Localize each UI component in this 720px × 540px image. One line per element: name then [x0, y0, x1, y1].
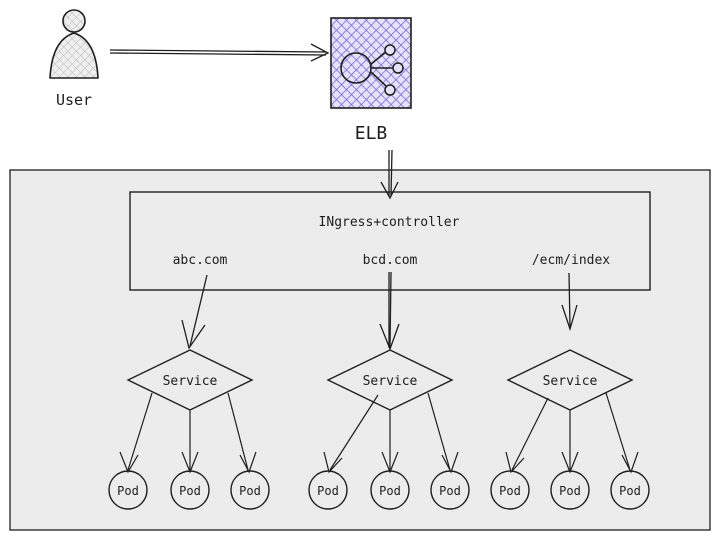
- arrow-user-to-elb: [109, 43, 330, 62]
- service-label: Service: [543, 374, 598, 389]
- pod-node: Pod: [610, 470, 650, 510]
- pod-label: Pod: [317, 484, 339, 498]
- pod-node: Pod: [308, 470, 348, 510]
- arrow-route-ecm-index: [561, 272, 578, 332]
- route-label-abc: abc.com: [173, 253, 228, 268]
- user-icon: [49, 9, 99, 79]
- route-label-bcd: bcd.com: [363, 253, 418, 268]
- pod-label: Pod: [619, 484, 641, 498]
- ingress-controller-box: [129, 191, 651, 291]
- arrow-elb-to-ingress: [380, 149, 399, 200]
- service-group-3: Service Pod Pod Pod: [490, 349, 650, 510]
- pod-label: Pod: [179, 484, 201, 498]
- pod-node: Pod: [370, 470, 410, 510]
- service-label: Service: [363, 374, 418, 389]
- pod-node: Pod: [170, 470, 210, 510]
- pod-label: Pod: [117, 484, 139, 498]
- service-to-pod-arrows: [323, 392, 459, 474]
- pod-label: Pod: [239, 484, 261, 498]
- user-label: User: [56, 91, 92, 109]
- pod-label: Pod: [559, 484, 581, 498]
- pod-label: Pod: [379, 484, 401, 498]
- pod-label: Pod: [439, 484, 461, 498]
- elb-icon: [330, 17, 412, 109]
- arrow-route-bcd: [379, 271, 400, 351]
- service-group-1: Service Pod Pod Pod: [108, 349, 270, 510]
- pod-node: Pod: [430, 470, 470, 510]
- pod-label: Pod: [499, 484, 521, 498]
- service-label: Service: [163, 374, 218, 389]
- pod-node: Pod: [550, 470, 590, 510]
- pod-node: Pod: [230, 470, 270, 510]
- arrow-route-abc: [181, 274, 208, 350]
- service-to-pod-arrows: [505, 392, 639, 474]
- pod-node: Pod: [108, 470, 148, 510]
- service-to-pod-arrows: [119, 392, 257, 474]
- elb-label: ELB: [355, 123, 388, 144]
- route-label-ecm-index: /ecm/index: [532, 253, 610, 268]
- ingress-controller-label: INgress+controller: [319, 215, 460, 230]
- pod-node: Pod: [490, 470, 530, 510]
- service-group-2: Service Pod Pod Pod: [308, 349, 470, 510]
